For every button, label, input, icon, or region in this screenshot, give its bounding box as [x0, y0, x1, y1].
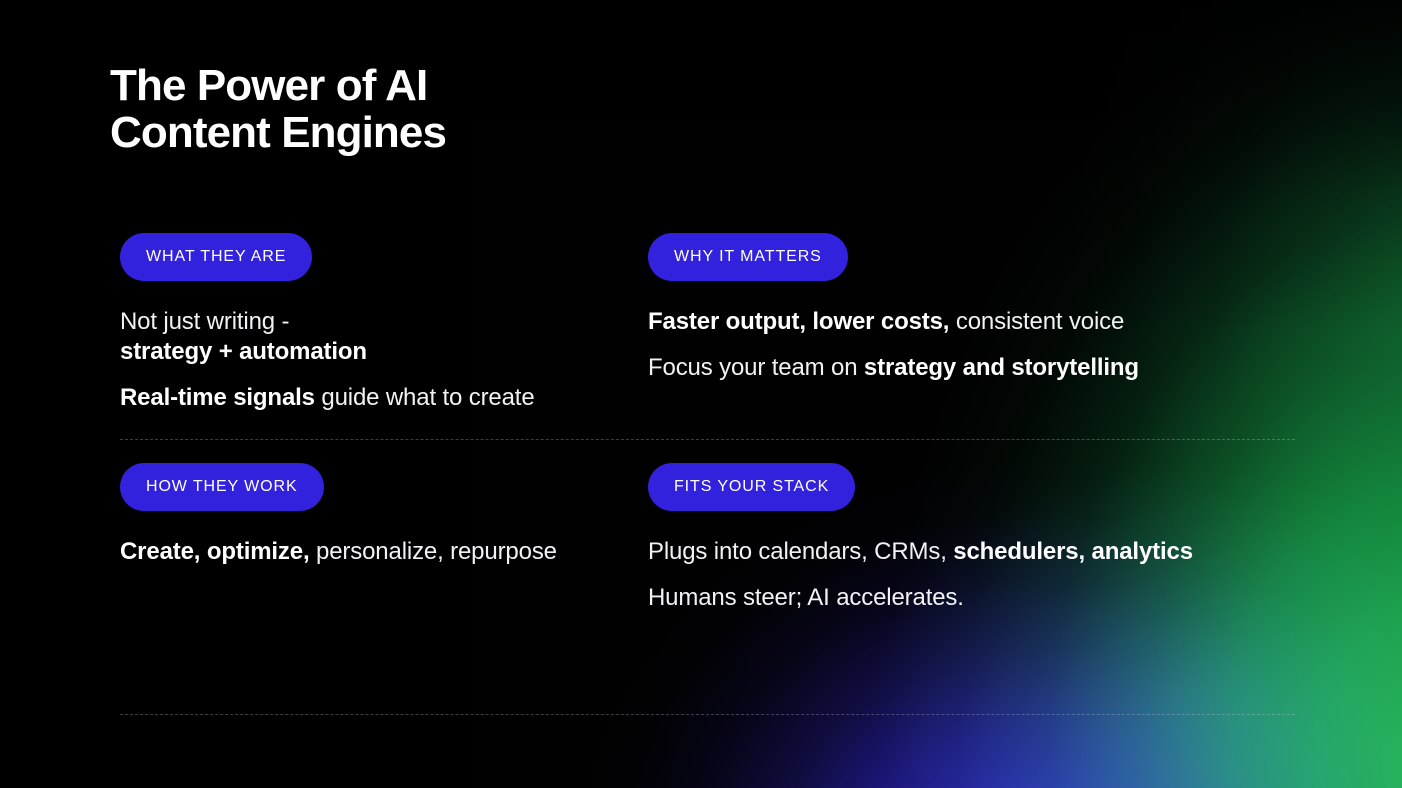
- card-lines-how-they-work: Create, optimize, personalize, repurpose: [120, 537, 624, 567]
- card-row-bottom: HOW THEY WORK Create, optimize, personal…: [0, 463, 1402, 693]
- badge-how-they-work[interactable]: HOW THEY WORK: [120, 463, 324, 511]
- page-title: The Power of AI Content Engines: [110, 61, 447, 157]
- card-row-top: WHAT THEY ARE Not just writing - strategy…: [0, 233, 1402, 463]
- card-lines-fits-your-stack: Plugs into calendars, CRMs, schedulers, …: [648, 537, 1248, 613]
- card-why-it-matters: WHY IT MATTERS Faster output, lower cost…: [624, 233, 1248, 463]
- card-text-line: Focus your team on strategy and storytel…: [648, 353, 1208, 383]
- divider-bottom: [120, 714, 1295, 715]
- badge-why-it-matters[interactable]: WHY IT MATTERS: [648, 233, 848, 281]
- card-text-line: Plugs into calendars, CRMs, schedulers, …: [648, 537, 1208, 567]
- text-plain: Not just writing -: [120, 308, 290, 335]
- card-fits-your-stack: FITS YOUR STACK Plugs into calendars, CR…: [624, 463, 1248, 693]
- card-lines-why-it-matters: Faster output, lower costs, consistent v…: [648, 307, 1248, 383]
- card-text-line: Real-time signals guide what to create: [120, 383, 624, 413]
- badge-what-they-are[interactable]: WHAT THEY ARE: [120, 233, 313, 281]
- card-text-line: Faster output, lower costs, consistent v…: [648, 307, 1208, 337]
- text-plain: Plugs into calendars, CRMs,: [648, 538, 954, 565]
- text-plain: Focus your team on: [648, 354, 864, 381]
- text-plain: Humans steer; AI accelerates.: [648, 584, 964, 611]
- divider-top: [120, 439, 1295, 440]
- badge-fits-your-stack[interactable]: FITS YOUR STACK: [648, 463, 856, 511]
- text-emphasis: schedulers, analytics: [953, 538, 1193, 565]
- text-emphasis: Create, optimize,: [120, 538, 310, 565]
- text-plain: guide what to create: [314, 384, 535, 411]
- text-plain: consistent voice: [949, 308, 1125, 335]
- text-emphasis: Faster output, lower costs,: [648, 308, 950, 335]
- card-text-line: Humans steer; AI accelerates.: [648, 583, 1208, 613]
- text-plain: personalize, repurpose: [309, 538, 557, 565]
- text-emphasis: strategy + automation: [120, 338, 367, 365]
- card-grid: WHAT THEY ARE Not just writing - strategy…: [0, 233, 1402, 693]
- card-what-they-are: WHAT THEY ARE Not just writing - strategy…: [0, 233, 624, 463]
- text-emphasis: strategy and storytelling: [863, 354, 1139, 381]
- card-text-line: Create, optimize, personalize, repurpose: [120, 537, 624, 567]
- card-text-line: Not just writing - strategy + automation: [120, 307, 624, 367]
- text-emphasis: Real-time signals: [120, 384, 315, 411]
- card-how-they-work: HOW THEY WORK Create, optimize, personal…: [0, 463, 624, 693]
